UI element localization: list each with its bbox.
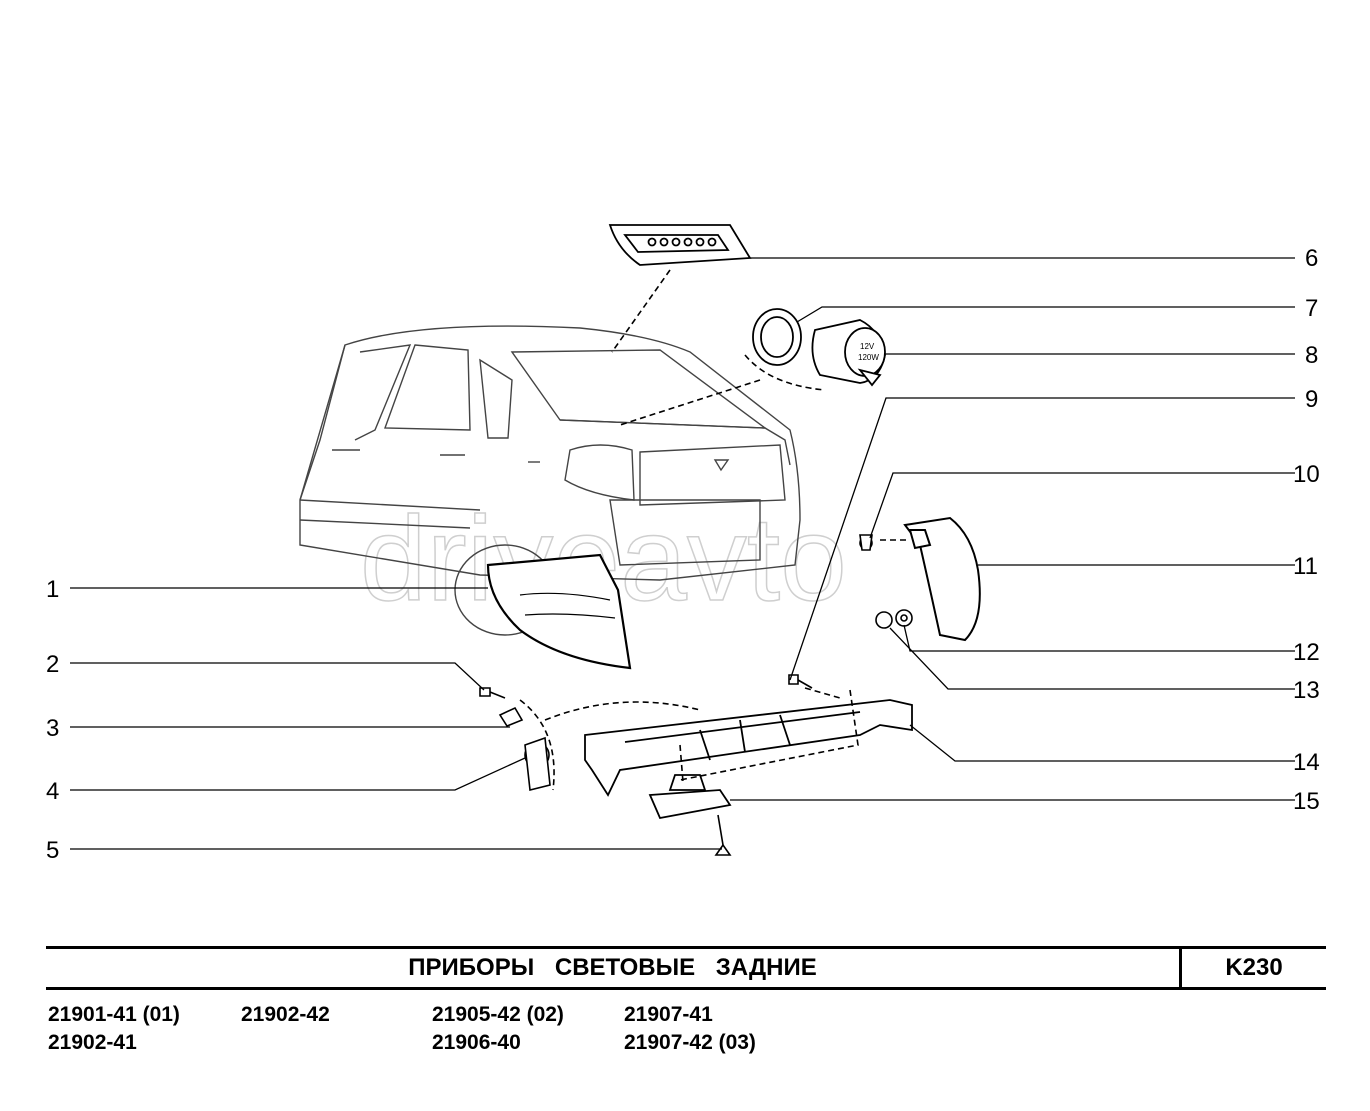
assembly-guides xyxy=(519,269,910,791)
model-number: 21902-41 xyxy=(48,1031,137,1054)
callout-9: 9 xyxy=(1305,386,1318,413)
callout-1: 1 xyxy=(46,576,59,603)
callout-14: 14 xyxy=(1293,749,1320,776)
callout-11: 11 xyxy=(1293,553,1318,580)
license-light-bracket xyxy=(584,699,913,797)
callout-7: 7 xyxy=(1305,295,1318,322)
callout-4: 4 xyxy=(46,778,59,805)
power-socket-assembly: 12V 120W xyxy=(752,308,886,387)
model-number: 21901-41 (01) xyxy=(48,1003,180,1026)
model-number: 21907-42 (03) xyxy=(624,1031,756,1054)
model-number: 21906-40 xyxy=(432,1031,521,1054)
page-code: K230 xyxy=(1225,954,1283,981)
callout-10: 10 xyxy=(1293,461,1320,488)
callout-2: 2 xyxy=(46,651,59,678)
callout-13: 13 xyxy=(1293,677,1320,704)
callout-6: 6 xyxy=(1305,245,1318,272)
callout-8: 8 xyxy=(1305,342,1318,369)
high-mount-stop-lamp xyxy=(608,224,752,266)
code-divider xyxy=(1179,949,1182,987)
left-tail-lamp xyxy=(486,553,632,670)
callout-5: 5 xyxy=(46,837,59,864)
fasteners xyxy=(479,534,913,856)
callout-3: 3 xyxy=(46,715,59,742)
model-number: 21905-42 (02) xyxy=(432,1003,564,1026)
callout-15: 15 xyxy=(1293,788,1320,815)
license-plate-lamp xyxy=(648,774,732,820)
title-bar: ПРИБОРЫ СВЕТОВЫЕ ЗАДНИЕ K230 xyxy=(46,946,1326,990)
callout-12: 12 xyxy=(1293,639,1320,666)
parts-diagram: driveavto 12V 120W xyxy=(46,224,1320,864)
page-title: ПРИБОРЫ СВЕТОВЫЕ ЗАДНИЕ xyxy=(408,954,817,981)
callout-numbers: 1 2 3 4 5 6 7 8 9 10 11 12 13 14 15 xyxy=(46,245,1320,864)
car-body xyxy=(299,325,801,636)
side-lamp xyxy=(903,516,981,642)
model-number: 21907-41 xyxy=(624,1003,713,1026)
socket-label-voltage: 12V xyxy=(860,342,875,351)
model-number: 21902-42 xyxy=(241,1003,330,1026)
leader-lines xyxy=(70,257,1295,850)
socket-label-power: 120W xyxy=(858,353,879,362)
